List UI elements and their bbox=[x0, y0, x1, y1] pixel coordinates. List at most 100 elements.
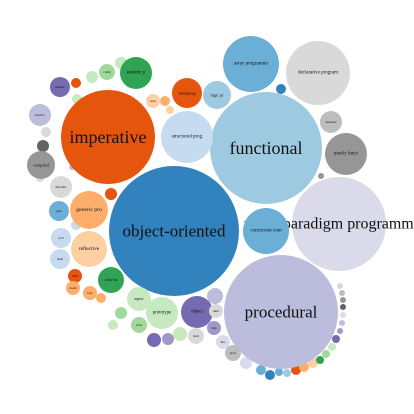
bubble-small bbox=[37, 140, 49, 152]
bubble-circle bbox=[209, 304, 223, 318]
bubble-structured-prog: structured prog bbox=[161, 111, 213, 163]
bubble-dataf: dataf bbox=[50, 249, 70, 269]
bubble-circle bbox=[99, 64, 115, 80]
bubble-circle bbox=[66, 281, 80, 295]
bubble-circle bbox=[146, 297, 178, 329]
bubble-prototype: prototype bbox=[146, 297, 178, 329]
bubble-small bbox=[160, 96, 170, 106]
bubble-module: module bbox=[50, 77, 70, 97]
bubble-metaprog: metaprog bbox=[172, 78, 202, 108]
bubble-small bbox=[337, 283, 343, 289]
bubble-class-ba: class-ba bbox=[98, 267, 124, 293]
bubble-imp: imp bbox=[207, 321, 221, 335]
bubble-small bbox=[71, 78, 81, 88]
bubble-circle bbox=[50, 77, 70, 97]
bubble-circle bbox=[325, 133, 367, 175]
bubble-circle bbox=[286, 41, 350, 105]
bubble-circle bbox=[71, 231, 107, 267]
bubble-circle bbox=[207, 321, 221, 335]
bubble-small bbox=[108, 320, 118, 330]
bubble-small bbox=[147, 333, 161, 347]
bubble-circle bbox=[109, 166, 239, 296]
bubble-lazy: lazy bbox=[83, 286, 97, 300]
bubble-circle bbox=[27, 151, 55, 179]
bubble-circle bbox=[51, 228, 71, 248]
bubble-circle bbox=[49, 201, 69, 221]
bubble-small bbox=[240, 357, 252, 369]
bubble-small bbox=[115, 307, 127, 319]
bubble-small bbox=[96, 293, 106, 303]
bubble-reflective: reflective bbox=[71, 231, 107, 267]
bubble-imperative: imperative bbox=[61, 90, 155, 184]
bubble-small bbox=[340, 297, 346, 303]
bubble-small bbox=[276, 84, 286, 94]
bubble-small bbox=[339, 290, 345, 296]
bubble-comp: comp bbox=[99, 64, 115, 80]
bubble-circle bbox=[161, 111, 213, 163]
bubble-mult: mult bbox=[68, 269, 82, 283]
bubble-circle bbox=[98, 267, 124, 293]
bubble-small bbox=[105, 188, 117, 200]
bubble-small bbox=[86, 71, 98, 83]
bubble-circle bbox=[127, 287, 151, 311]
bubble-circle bbox=[223, 36, 279, 92]
bubble-concurrent-com: concurrent com bbox=[243, 208, 289, 254]
bubble-circle bbox=[83, 286, 97, 300]
bubble-circle bbox=[50, 176, 72, 198]
bubble-small bbox=[318, 173, 324, 179]
bubble-array-programmi: array programmi bbox=[223, 36, 279, 92]
bubble-small bbox=[41, 127, 51, 137]
bubble-small bbox=[340, 304, 346, 310]
bubble-compiled: compiled bbox=[27, 151, 55, 179]
bubble-small bbox=[283, 369, 291, 377]
bubble-circle bbox=[172, 78, 202, 108]
bubble-circle bbox=[131, 317, 147, 333]
bubble-circle bbox=[243, 208, 289, 254]
bubble-circle bbox=[50, 249, 70, 269]
bubble-react: react bbox=[146, 94, 160, 108]
bubble-pure: pure bbox=[49, 201, 69, 221]
bubble-circle bbox=[70, 191, 108, 229]
bubble-mult: mult bbox=[209, 304, 223, 318]
bubble-procedural: procedural bbox=[224, 255, 338, 369]
bubble-circle bbox=[224, 255, 338, 369]
bubble-circle bbox=[203, 81, 231, 109]
bubble-logic-pr: logic pr bbox=[203, 81, 231, 109]
bubble-small bbox=[265, 370, 275, 380]
bubble-small bbox=[162, 333, 174, 345]
bubble-declarative-program: declarative program bbox=[286, 41, 350, 105]
bubble-purely-funct: purely funct bbox=[325, 133, 367, 175]
bubble-scrip: scrip bbox=[131, 317, 147, 333]
bubble-small bbox=[337, 328, 343, 334]
bubble-small bbox=[316, 356, 324, 364]
bubble-circle bbox=[120, 57, 152, 89]
bubble-depende: depende bbox=[320, 111, 342, 133]
bubble-small bbox=[322, 350, 330, 358]
bubble-functional: functional bbox=[210, 92, 322, 204]
bubble-generic-pro: generic pro bbox=[70, 191, 108, 229]
bubble-modu: modu bbox=[66, 281, 80, 295]
bubble-object-oriented: object-oriented bbox=[109, 166, 239, 296]
bubble-small bbox=[339, 320, 345, 326]
bubble-inte: inte bbox=[216, 335, 230, 349]
bubble-small bbox=[328, 343, 336, 351]
bubble-small bbox=[173, 327, 187, 341]
bubble-functio: functio bbox=[29, 104, 51, 126]
bubble-small bbox=[207, 288, 223, 304]
bubble-circle bbox=[29, 104, 51, 126]
bubble-circle bbox=[292, 177, 386, 271]
bubble-circle bbox=[68, 269, 82, 283]
bubble-small bbox=[256, 365, 266, 375]
bubble-circle bbox=[216, 335, 230, 349]
bubble-aspect: aspect bbox=[127, 287, 151, 311]
bubble-circle bbox=[188, 328, 204, 344]
bubble-circle bbox=[181, 296, 213, 328]
bubble-circle bbox=[61, 90, 155, 184]
bubble-esoteric-p: esoteric p bbox=[120, 57, 152, 89]
bubble-object: object bbox=[181, 296, 213, 328]
bubble-dynamic: dynamic bbox=[50, 176, 72, 198]
bubble-small bbox=[275, 368, 283, 376]
bubble-circle bbox=[320, 111, 342, 133]
bubble-tacit: tacit bbox=[51, 228, 71, 248]
